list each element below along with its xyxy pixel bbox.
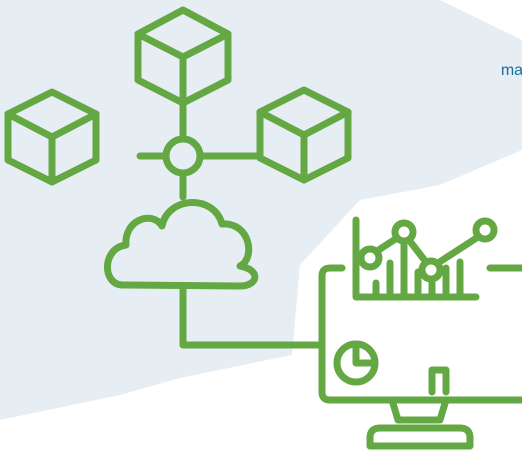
monitor-analytics-icon	[318, 216, 522, 450]
caption-line: rout	[352, 80, 522, 99]
line-chart-icon	[352, 216, 498, 301]
chart-axis	[352, 216, 480, 301]
hub-node	[162, 135, 204, 177]
chart-point	[418, 257, 444, 283]
caption-line: witho	[352, 23, 522, 42]
background-blob	[0, 0, 522, 420]
chart-point	[472, 217, 498, 243]
monitor-base	[366, 424, 474, 450]
chart-point	[357, 245, 383, 271]
caption-line: managem	[500, 62, 522, 79]
chart-point	[391, 219, 417, 245]
cloud-icon	[104, 199, 259, 290]
monitor-frame	[318, 264, 522, 404]
caption-line: simpl	[352, 42, 522, 61]
cube-icon	[134, 6, 232, 107]
cube-icon	[256, 86, 352, 184]
bar-chart-icon	[428, 366, 450, 396]
caption-line: upgrad	[352, 4, 522, 23]
caption-text: upgrad witho simpl managem rout	[352, 4, 522, 99]
cloud-monitor-link	[179, 282, 326, 349]
monitor-stand	[388, 396, 450, 424]
pie-chart-icon	[333, 340, 379, 386]
cube-icon	[4, 88, 100, 186]
